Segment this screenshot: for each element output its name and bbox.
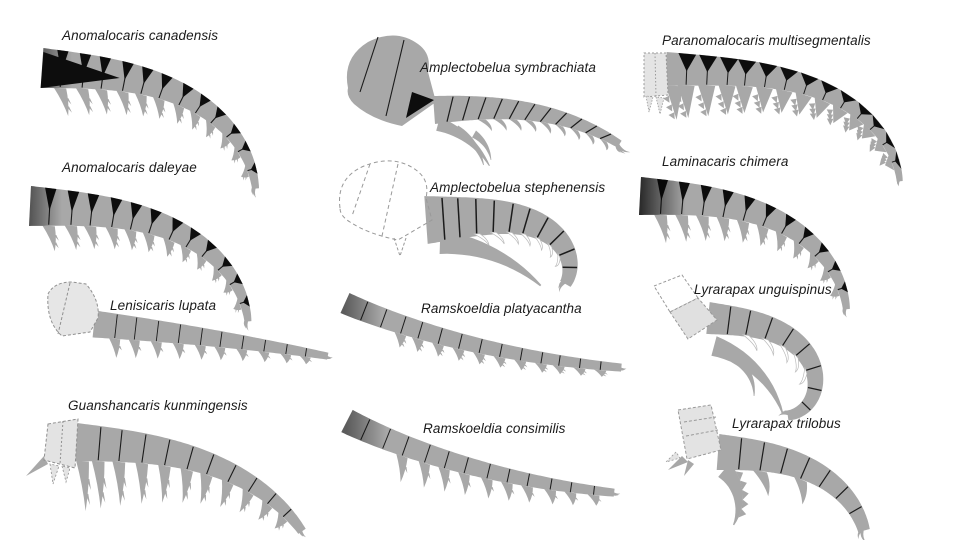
label-lyrarapax-trilobus: Lyrarapax trilobus [732, 416, 841, 431]
panel-paranomalocaris-multisegmentalis: Paranomalocaris multisegmentalis [636, 23, 958, 187]
panel-amplectobelua-stephenensis: Amplectobelua stephenensis [336, 158, 644, 295]
label-amplectobelua-stephenensis: Amplectobelua stephenensis [430, 180, 606, 195]
appendage-drawing-amplectobelua-symbrachiata [346, 35, 631, 166]
panel-lyrarapax-unguispinus: Lyrarapax unguispinus [648, 270, 955, 421]
label-laminacaris-chimera: Laminacaris chimera [662, 154, 789, 169]
panel-lenisicaris-lupata: Lenisicaris lupata [28, 278, 340, 406]
label-amplectobelua-symbrachiata: Amplectobelua symbrachiata [420, 60, 596, 75]
appendage-drawing-laminacaris-chimera [639, 177, 850, 318]
label-lenisicaris-lupata: Lenisicaris lupata [110, 298, 217, 313]
panel-ramskoeldia-platyacantha: Ramskoeldia platyacantha [333, 283, 643, 413]
appendage-drawing-lyrarapax-unguispinus [653, 274, 824, 421]
appendage-drawing-paranomalocaris-multisegmentalis [643, 52, 903, 187]
appendage-drawing-guanshancaris-kunmingensis [26, 418, 306, 538]
appendage-drawing-lyrarapax-trilobus [664, 404, 870, 540]
panel-amplectobelua-symbrachiata: Amplectobelua symbrachiata [336, 30, 644, 166]
appendage-drawing-amplectobelua-stephenensis [339, 160, 578, 293]
panel-guanshancaris-kunmingensis: Guanshancaris kunmingensis [20, 390, 338, 540]
label-ramskoeldia-platyacantha: Ramskoeldia platyacantha [421, 301, 582, 316]
panel-ramskoeldia-consimilis: Ramskoeldia consimilis [333, 403, 643, 540]
label-paranomalocaris-multisegmentalis: Paranomalocaris multisegmentalis [662, 33, 871, 48]
label-ramskoeldia-consimilis: Ramskoeldia consimilis [423, 421, 566, 436]
label-guanshancaris-kunmingensis: Guanshancaris kunmingensis [68, 398, 248, 413]
appendage-drawing-lenisicaris-lupata [47, 281, 333, 365]
label-lyrarapax-unguispinus: Lyrarapax unguispinus [694, 282, 832, 297]
label-anomalocaris-daleyae: Anomalocaris daleyae [62, 160, 197, 175]
appendage-drawing-ramskoeldia-consimilis [341, 409, 621, 506]
panel-anomalocaris-canadensis: Anomalocaris canadensis [28, 20, 340, 198]
label-anomalocaris-canadensis: Anomalocaris canadensis [62, 28, 219, 43]
appendage-drawing-anomalocaris-canadensis [40, 48, 259, 198]
panel-lyrarapax-trilobus: Lyrarapax trilobus [648, 398, 955, 540]
appendage-drawing-ramskoeldia-platyacantha [340, 293, 627, 377]
panel-laminacaris-chimera: Laminacaris chimera [636, 148, 958, 318]
